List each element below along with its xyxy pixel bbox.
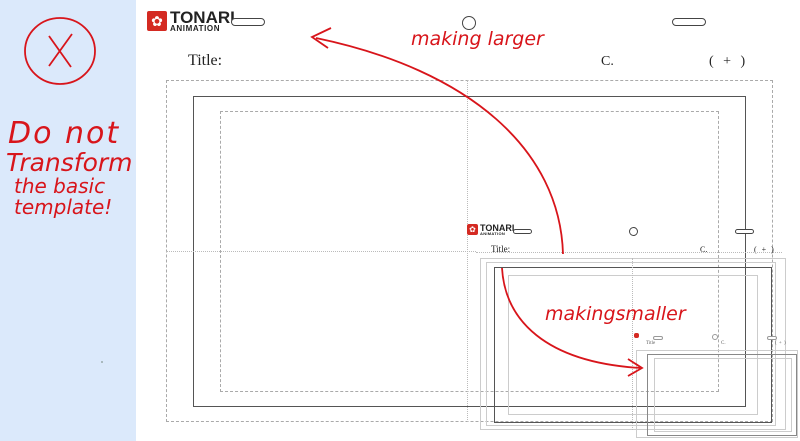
peg-slot-left bbox=[513, 229, 532, 234]
peg-slot-left bbox=[653, 336, 663, 340]
peg-slot-left bbox=[231, 18, 265, 26]
logo-subtitle: ANIMATION bbox=[480, 231, 506, 237]
arrow-larger-head-icon bbox=[310, 27, 332, 49]
peg-hole-center bbox=[712, 334, 718, 340]
logo-emblem-icon: ✿ bbox=[467, 224, 478, 236]
center-guide-horizontal bbox=[166, 251, 476, 252]
annotation-making-smaller: makingsmaller bbox=[545, 303, 686, 325]
safe-frame-outer bbox=[636, 350, 798, 438]
arrow-smaller-head-icon bbox=[627, 358, 644, 377]
cut-label: C. bbox=[700, 245, 708, 254]
peg-slot-right bbox=[735, 229, 754, 234]
annotation-making-larger: making larger bbox=[411, 28, 544, 50]
plus-label: ( + ) bbox=[754, 245, 774, 254]
center-guide-horizontal bbox=[476, 252, 782, 253]
logo-wordmark: TONARI bbox=[480, 223, 515, 233]
safe-frame-inner bbox=[508, 275, 758, 415]
cut-label: C. bbox=[721, 341, 726, 346]
logo-emblem-icon: ✿ bbox=[147, 11, 167, 32]
x-in-circle-icon bbox=[24, 17, 96, 85]
note-line-4: template! bbox=[14, 194, 113, 219]
peg-hole-center bbox=[462, 16, 476, 30]
note-line-2: Transform bbox=[6, 147, 133, 177]
safe-frame-inner bbox=[654, 358, 792, 432]
arrow-smaller-line bbox=[501, 267, 641, 369]
note-line-1: Do not bbox=[8, 116, 121, 151]
peg-slot-right bbox=[672, 18, 706, 26]
logo-subtitle: ANIMATION bbox=[170, 24, 221, 34]
warning-panel: Do not Transform the basic template! bbox=[0, 0, 136, 441]
logo-wordmark: TONARI bbox=[170, 8, 235, 27]
note-line-3: the basic bbox=[14, 173, 106, 198]
center-guide-vertical bbox=[632, 258, 633, 430]
tonari-logo-small bbox=[634, 333, 639, 338]
logo-emblem-icon bbox=[634, 333, 639, 338]
tonari-logo: ✿ TONARI ANIMATION bbox=[147, 8, 235, 34]
tonari-logo-medium: ✿ TONARI ANIMATION bbox=[467, 223, 515, 237]
title-label: Title: bbox=[491, 244, 511, 254]
title-label: Title: bbox=[188, 52, 223, 69]
peg-slot-right bbox=[767, 336, 777, 340]
cut-label: C. bbox=[601, 54, 614, 69]
camera-frame bbox=[647, 354, 797, 436]
plus-label: ( + ) bbox=[709, 54, 746, 69]
safe-frame-outer bbox=[480, 258, 786, 430]
plus-label: ( + ) bbox=[775, 341, 786, 346]
title-label: Title bbox=[646, 341, 656, 346]
do-not-transform-note: Do not Transform the basic template! bbox=[2, 118, 134, 218]
camera-frame bbox=[494, 267, 772, 423]
arrow-larger-line bbox=[315, 37, 564, 255]
center-guide-vertical bbox=[467, 80, 468, 422]
peg-hole-center bbox=[629, 227, 638, 236]
sheet-outline bbox=[486, 262, 776, 426]
dot-mark bbox=[101, 361, 103, 363]
